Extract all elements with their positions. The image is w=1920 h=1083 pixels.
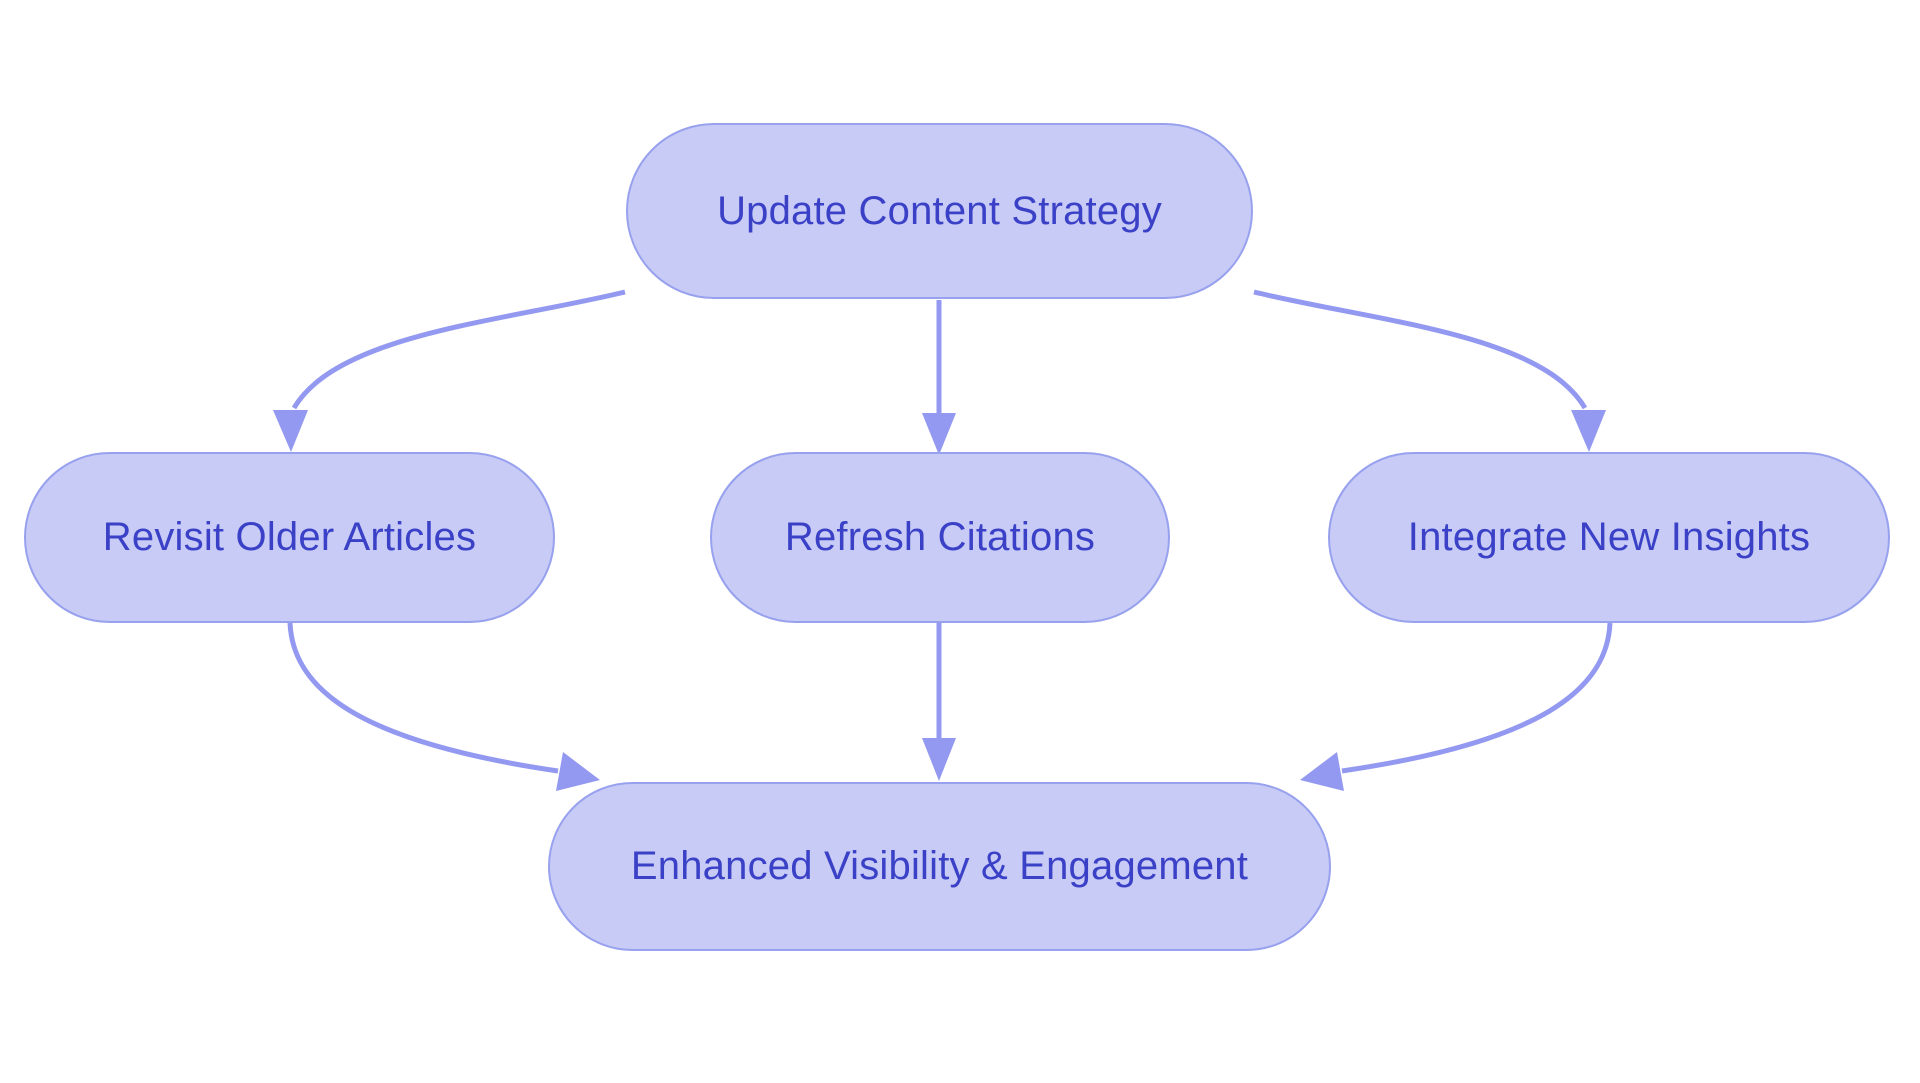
edge-integrate-to-enhanced bbox=[1300, 622, 1613, 791]
node-label: Enhanced Visibility & Engagement bbox=[630, 844, 1249, 888]
arrowhead-right-icon bbox=[556, 752, 600, 791]
edge-refresh-to-enhanced bbox=[922, 623, 956, 781]
node-label: Revisit Older Articles bbox=[102, 515, 477, 559]
edge-curve bbox=[1253, 289, 1588, 410]
arrowhead-down-icon bbox=[922, 413, 956, 455]
node-revisit-older-articles: Revisit Older Articles bbox=[24, 452, 555, 623]
node-label: Update Content Strategy bbox=[717, 188, 1162, 233]
node-integrate-new-insights: Integrate New Insights bbox=[1328, 452, 1890, 623]
node-label: Refresh Citations bbox=[784, 515, 1096, 559]
edge-update-to-integrate bbox=[1253, 289, 1606, 452]
arrowhead-left-icon bbox=[1300, 752, 1344, 791]
arrowhead-down-icon bbox=[273, 410, 308, 452]
node-label: Integrate New Insights bbox=[1407, 515, 1811, 559]
node-enhanced-visibility-engagement: Enhanced Visibility & Engagement bbox=[548, 782, 1331, 951]
node-refresh-citations: Refresh Citations bbox=[710, 452, 1170, 623]
arrowhead-down-icon bbox=[1571, 410, 1606, 452]
edge-curve bbox=[291, 289, 626, 410]
edge-revisit-to-enhanced bbox=[287, 622, 600, 791]
arrowhead-down-icon bbox=[922, 738, 956, 781]
node-update-content-strategy: Update Content Strategy bbox=[626, 123, 1253, 299]
edge-curve bbox=[1341, 622, 1613, 774]
edge-update-to-revisit bbox=[273, 289, 626, 452]
edge-update-to-refresh bbox=[922, 300, 956, 455]
edge-curve bbox=[287, 622, 559, 774]
